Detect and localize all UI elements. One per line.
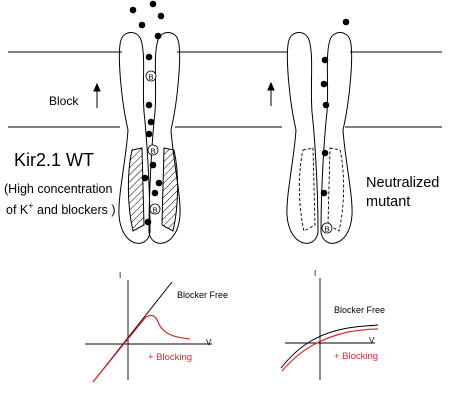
- wt-note-line2: of K+ and blockers ): [6, 201, 116, 217]
- ion-dot: [141, 174, 149, 182]
- ion-dot: [154, 32, 162, 40]
- ion-dot: [320, 80, 328, 88]
- right-y-axis-label: I: [314, 269, 317, 278]
- ion-dot: [151, 189, 159, 197]
- blocking-curve-left: [92, 314, 191, 383]
- ion-dot: [145, 101, 153, 109]
- mutant-channel: [286, 32, 353, 244]
- ion-dot: [129, 6, 137, 14]
- left-blocker-free-label: Blocker Free: [177, 290, 229, 300]
- ion-dot: [322, 101, 330, 109]
- wt-title: Kir2.1 WT: [14, 150, 95, 170]
- block-label: Block: [49, 94, 79, 108]
- blocker-marker: B: [147, 144, 159, 156]
- ion-dot: [145, 53, 153, 61]
- mutant-neutralized-domains: [298, 147, 345, 232]
- potassium-ions: [129, 0, 350, 226]
- ion-dot: [149, 0, 157, 8]
- ion-dot: [138, 21, 146, 29]
- wt-hatched-domains: [127, 147, 179, 232]
- wt-note-line2-sup: +: [28, 201, 34, 211]
- ion-dot: [320, 189, 328, 197]
- left-blocking-label: + Blocking: [148, 352, 193, 363]
- ion-dot: [145, 130, 153, 138]
- iv-plot-right: [280, 278, 379, 380]
- iv-plot-left: [85, 280, 212, 383]
- ion-dot: [149, 161, 157, 169]
- up-arrow-icon: [267, 81, 275, 106]
- mutant-label-line2: mutant: [366, 194, 411, 210]
- blocking-curve-right: [281, 328, 379, 372]
- membrane: [8, 51, 442, 128]
- ion-dot: [157, 12, 165, 20]
- ion-dot: [321, 149, 329, 157]
- left-y-axis-label: I: [119, 271, 122, 280]
- blockers: B B B B: [145, 70, 333, 234]
- up-arrow-icon: [93, 82, 101, 108]
- blocker-marker: B: [321, 222, 333, 234]
- mutant-label-line1: Neutralized: [366, 175, 440, 191]
- ion-dot: [342, 18, 350, 26]
- svg-text:B: B: [152, 206, 157, 215]
- wt-channel: [118, 32, 181, 244]
- svg-text:B: B: [324, 225, 329, 234]
- ion-dot: [144, 218, 152, 226]
- svg-text:B: B: [150, 147, 155, 156]
- wt-note-line2-pre: of K: [6, 203, 29, 218]
- svg-text:B: B: [148, 73, 153, 82]
- right-blocker-free-label: Blocker Free: [334, 305, 386, 315]
- wt-note-line1: (High concentration: [4, 182, 113, 196]
- wt-note-line2-post: and blockers ): [33, 203, 116, 218]
- blocker-marker: B: [145, 70, 157, 82]
- blocker-marker: B: [149, 203, 161, 215]
- ion-dot: [321, 56, 329, 64]
- right-x-axis-label: V: [369, 336, 375, 345]
- ion-dot: [155, 179, 163, 187]
- right-blocking-label: + Blocking: [334, 351, 379, 362]
- ion-dot: [147, 118, 155, 126]
- left-x-axis-label: V: [206, 338, 212, 347]
